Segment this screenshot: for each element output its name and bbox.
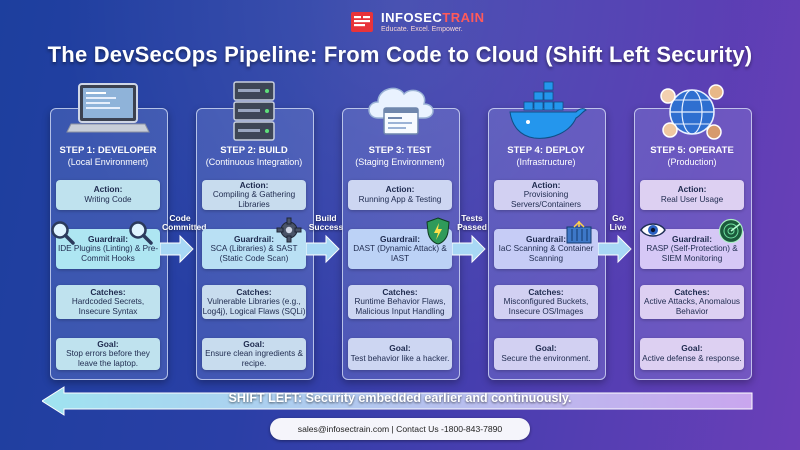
action-card: Action:Running App & Testing — [348, 180, 452, 210]
transition-arrow-1 — [160, 234, 194, 264]
step-subtitle: (Continuous Integration) — [205, 156, 303, 167]
brand-name: INFOSECTRAIN — [381, 10, 485, 25]
brand-mark-icon — [349, 9, 375, 35]
globe-users-icon — [634, 78, 750, 144]
shift-left-caption: SHIFT LEFT: Security embedded earlier an… — [228, 391, 572, 405]
step-title: STEP 5: OPERATE — [650, 145, 734, 156]
catches-card: Catches:Misconfigured Buckets, Insecure … — [494, 285, 598, 319]
contact-bar[interactable]: sales@infosectrain.com | Contact Us -180… — [270, 418, 530, 440]
step-5-heading: STEP 5: OPERATE (Production) — [630, 145, 754, 167]
magnifier-icon — [51, 221, 75, 245]
page-title: The DevSecOps Pipeline: From Code to Clo… — [47, 42, 753, 67]
catches-card: Catches:Runtime Behavior Flaws, Maliciou… — [348, 285, 452, 319]
catches-card: Catches:Active Attacks, Anomalous Behavi… — [640, 285, 744, 319]
step-subtitle: (Infrastructure) — [516, 156, 576, 167]
step-subtitle: (Local Environment) — [67, 156, 149, 167]
guardrail-card: Guardrail:SCA (Libraries) & SAST (Static… — [202, 229, 306, 269]
shift-left-arrow — [42, 386, 753, 416]
brand-logo[interactable]: INFOSECTRAIN Educate. Excel. Empower. — [349, 5, 485, 39]
step-subtitle: (Production) — [667, 156, 717, 167]
goal-card: Goal:Test behavior like a hacker. — [348, 338, 452, 370]
step-4-heading: STEP 4: DEPLOY (Infrastructure) — [484, 145, 608, 167]
step-3-heading: STEP 3: TEST (Staging Environment) — [338, 145, 462, 167]
step-2-heading: STEP 2: BUILD (Continuous Integration) — [192, 145, 316, 167]
step-subtitle: (Staging Environment) — [355, 156, 445, 167]
step-title: STEP 4: DEPLOY — [507, 145, 585, 156]
eye-icon — [640, 223, 666, 237]
goal-card: Goal:Secure the environment. — [494, 338, 598, 370]
transition-arrow-2 — [306, 234, 340, 264]
transition-arrow-4 — [598, 234, 632, 264]
step-title: STEP 1: DEVELOPER — [59, 145, 157, 156]
goal-card: Goal:Ensure clean ingredients & recipe. — [202, 338, 306, 370]
laptop-icon — [50, 78, 166, 144]
action-card: Action:Compiling & Gathering Libraries — [202, 180, 306, 210]
container-icon — [566, 220, 592, 244]
catches-card: Catches:Vulnerable Libraries (e.g., Log4… — [202, 285, 306, 319]
guardrail-card: Guardrail:IDE Plugins (Linting) & Pre-Co… — [56, 229, 160, 269]
server-icon — [196, 78, 312, 144]
action-card: Action:Real User Usage — [640, 180, 744, 210]
docker-whale-icon — [488, 78, 604, 144]
radar-icon — [718, 218, 744, 244]
catches-card: Catches:Hardcoded Secrets, Insecure Synt… — [56, 285, 160, 319]
step-title: STEP 3: TEST — [368, 145, 432, 156]
goal-card: Goal:Stop errors before they leave the l… — [56, 338, 160, 370]
step-1-heading: STEP 1: DEVELOPER (Local Environment) — [46, 145, 170, 167]
brand-tagline: Educate. Excel. Empower. — [381, 26, 463, 33]
cloud-window-icon — [342, 78, 458, 144]
shield-bolt-icon — [426, 217, 450, 245]
goal-card: Goal:Active defense & response. — [640, 338, 744, 370]
gear-icon — [276, 217, 302, 243]
action-card: Action:Provisioning Servers/Containers — [494, 180, 598, 210]
magnifier-icon — [129, 221, 153, 245]
action-card: Action:Writing Code — [56, 180, 160, 210]
transition-arrow-3 — [452, 234, 486, 264]
step-title: STEP 2: BUILD — [220, 145, 288, 156]
